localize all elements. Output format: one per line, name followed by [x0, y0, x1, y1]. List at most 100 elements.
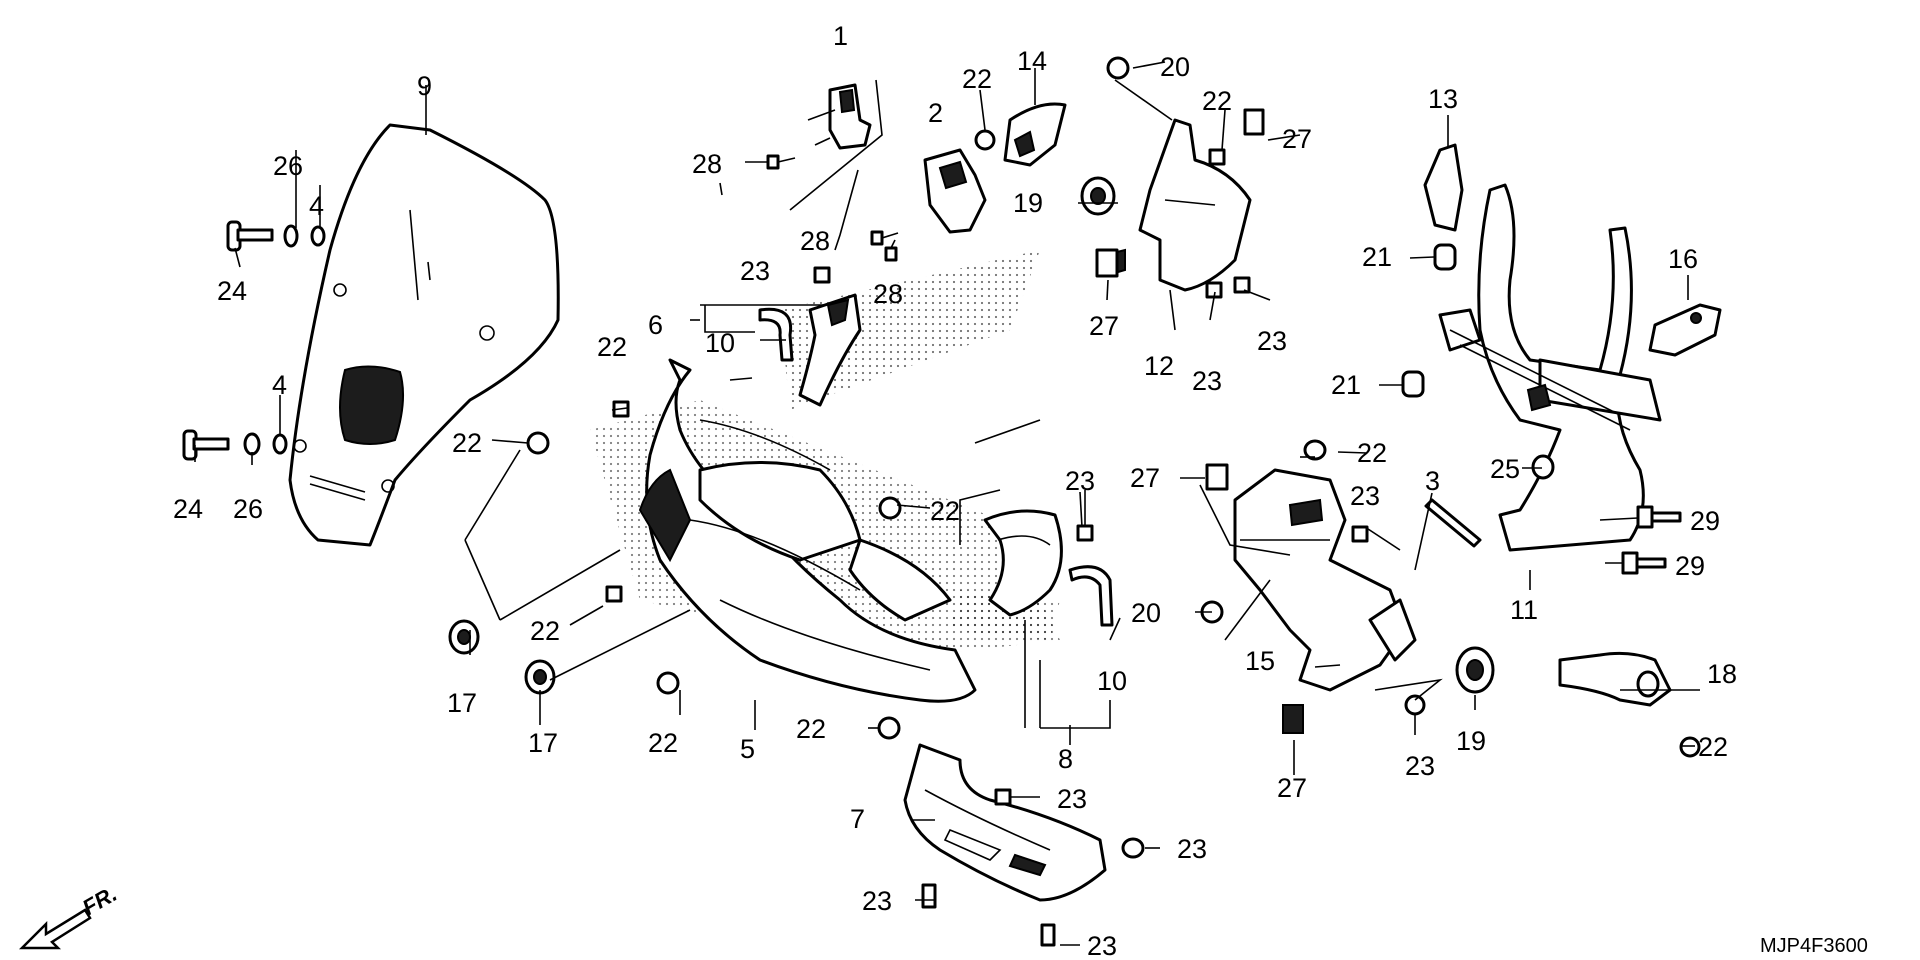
grommet-21-lower: [1401, 370, 1425, 398]
clip-27-upper: [1243, 108, 1265, 136]
diagram-code: MJP4F3600: [1760, 935, 1868, 957]
windscreen: [288, 123, 560, 547]
callout-16: 16: [1668, 244, 1698, 274]
connector-leaders: [789, 79, 883, 211]
callout-20-lower: 20: [1131, 598, 1161, 628]
callout-19-lower: 19: [1456, 726, 1486, 756]
callout-15: 15: [1245, 646, 1275, 676]
callout-27: 27: [1277, 773, 1307, 803]
screw-24-lower: [182, 429, 230, 461]
callout-4: 4: [309, 191, 324, 221]
callout-23: 23: [1257, 326, 1287, 356]
callout-25: 25: [1490, 454, 1520, 484]
leader-lines: [194, 61, 1700, 946]
grommet-17-lower: [524, 659, 556, 695]
tube-10-right: [1068, 565, 1114, 627]
callout-21-lower: 21: [1331, 370, 1361, 400]
callout-4: 4: [272, 370, 287, 400]
callout-26-upper: 26: [273, 151, 303, 181]
screw-22-f: [656, 671, 680, 695]
callout-22: 22: [648, 728, 678, 758]
callout-23: 23: [740, 256, 770, 286]
callout-1: 1: [833, 21, 848, 51]
screw-22-g: [877, 716, 901, 740]
screw-22-b: [1208, 148, 1226, 166]
callout-22: 22: [930, 496, 960, 526]
callout-23: 23: [1065, 466, 1095, 496]
callout-22: 22: [962, 64, 992, 94]
callout-5: 5: [740, 734, 755, 764]
bolt-29-upper: [1636, 505, 1682, 529]
screw-28-b: [870, 230, 899, 246]
grommet-17-upper: [448, 619, 480, 655]
callout-9: 9: [417, 71, 432, 101]
callout-17-upper: 17: [447, 688, 477, 718]
front-cowl: [638, 358, 977, 703]
callout-28: 28: [800, 226, 830, 256]
bolt-29-lower: [1621, 551, 1667, 575]
screw-23-g: [994, 788, 1012, 806]
washer-26-lower: [243, 432, 261, 456]
screw-28-a: [766, 154, 796, 170]
screw-23-h: [1121, 837, 1145, 859]
callout-27: 27: [1089, 311, 1119, 341]
screw-22-d: [526, 431, 550, 455]
inner-bracket-15: [1233, 468, 1417, 692]
grommet-20-upper: [1106, 56, 1130, 80]
callout-24-upper: 24: [217, 276, 247, 306]
screw-23-e: [1351, 525, 1369, 543]
callout-22: 22: [452, 428, 482, 458]
grommet-19-upper: [1080, 176, 1116, 216]
callout-6: 6: [648, 310, 663, 340]
callout-23: 23: [1057, 784, 1087, 814]
callout-23: 23: [862, 886, 892, 916]
screw-22-j: [1679, 736, 1701, 758]
callout-14: 14: [1017, 46, 1047, 76]
callout-18: 18: [1707, 659, 1737, 689]
grommet-21-upper: [1433, 243, 1457, 271]
clip-27-left: [1095, 248, 1119, 278]
screw-22-e: [605, 585, 623, 603]
screw-23-j: [1040, 923, 1056, 947]
callout-22: 22: [597, 332, 627, 362]
frame-stay-11: [1438, 183, 1662, 552]
callout-28: 28: [692, 149, 722, 179]
nut-4-upper: [310, 225, 326, 247]
callout-19-upper: 19: [1013, 188, 1043, 218]
callout-7: 7: [850, 804, 865, 834]
bracket-14: [1003, 102, 1067, 167]
screw-28-c: [884, 239, 898, 262]
screw-22-h: [878, 496, 902, 520]
screw-23-f: [1404, 694, 1426, 716]
bracket-13: [1423, 143, 1464, 232]
screw-23-b: [1233, 276, 1251, 294]
clip-27-lower: [1282, 704, 1304, 734]
callout-21-upper: 21: [1362, 242, 1392, 272]
callout-8: 8: [1058, 744, 1073, 774]
screw-23-a: [813, 266, 831, 284]
callout-29: 29: [1690, 506, 1720, 536]
callout-27: 27: [1130, 463, 1160, 493]
bracket-18: [1558, 651, 1672, 707]
screw-22-i: [1303, 439, 1327, 461]
connector-2: [923, 148, 987, 234]
callout-2: 2: [928, 98, 943, 128]
callout-23: 23: [1350, 481, 1380, 511]
strip-3: [1424, 498, 1482, 548]
callout-29: 29: [1675, 551, 1705, 581]
callouts: 1 2 3 4 4 5 6 7 8 9 10 10 11 12 13 14 15…: [173, 21, 1737, 960]
grommet-25: [1531, 454, 1555, 480]
screw-23-i: [921, 883, 937, 909]
callout-13: 13: [1428, 84, 1458, 114]
tube-10-left: [758, 307, 794, 362]
nut-4-lower: [272, 433, 288, 455]
connector-1: [828, 83, 872, 150]
dotted-shading-upper: [780, 250, 1040, 410]
callout-28: 28: [873, 279, 903, 309]
callout-24-lower: 24: [173, 494, 203, 524]
screw-24-upper: [226, 220, 274, 252]
lower-cover: [903, 743, 1107, 902]
duct-8: [983, 509, 1063, 617]
screw-23-d: [1076, 524, 1094, 542]
callout-23: 23: [1405, 751, 1435, 781]
